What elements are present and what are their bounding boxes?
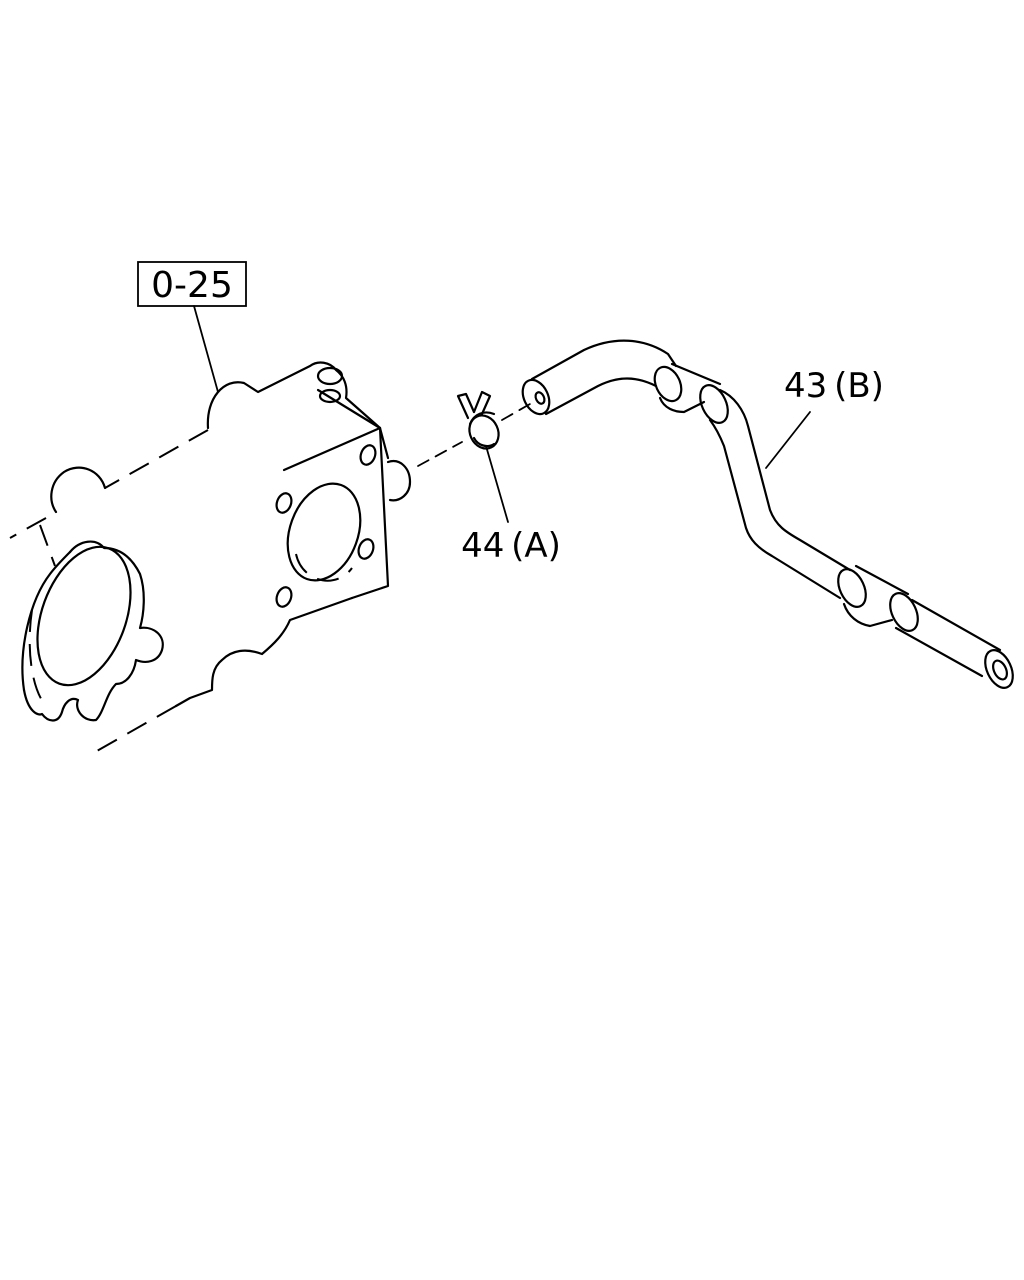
- part-label-43: 43 (B): [784, 366, 884, 406]
- reference-leader-line: [193, 305, 219, 393]
- reference-callout: 0-25: [137, 261, 247, 393]
- assembly-axis: [417, 403, 531, 467]
- engine-housing: [9, 361, 412, 757]
- part-label-44: 44 (A): [461, 526, 561, 566]
- clip-leader-line: [485, 445, 509, 523]
- hose-clip: [456, 390, 509, 523]
- coolant-hose: [521, 339, 1014, 689]
- hose-leader-line: [765, 411, 811, 469]
- reference-box: [137, 261, 247, 307]
- reference-label: 0-25: [151, 265, 233, 306]
